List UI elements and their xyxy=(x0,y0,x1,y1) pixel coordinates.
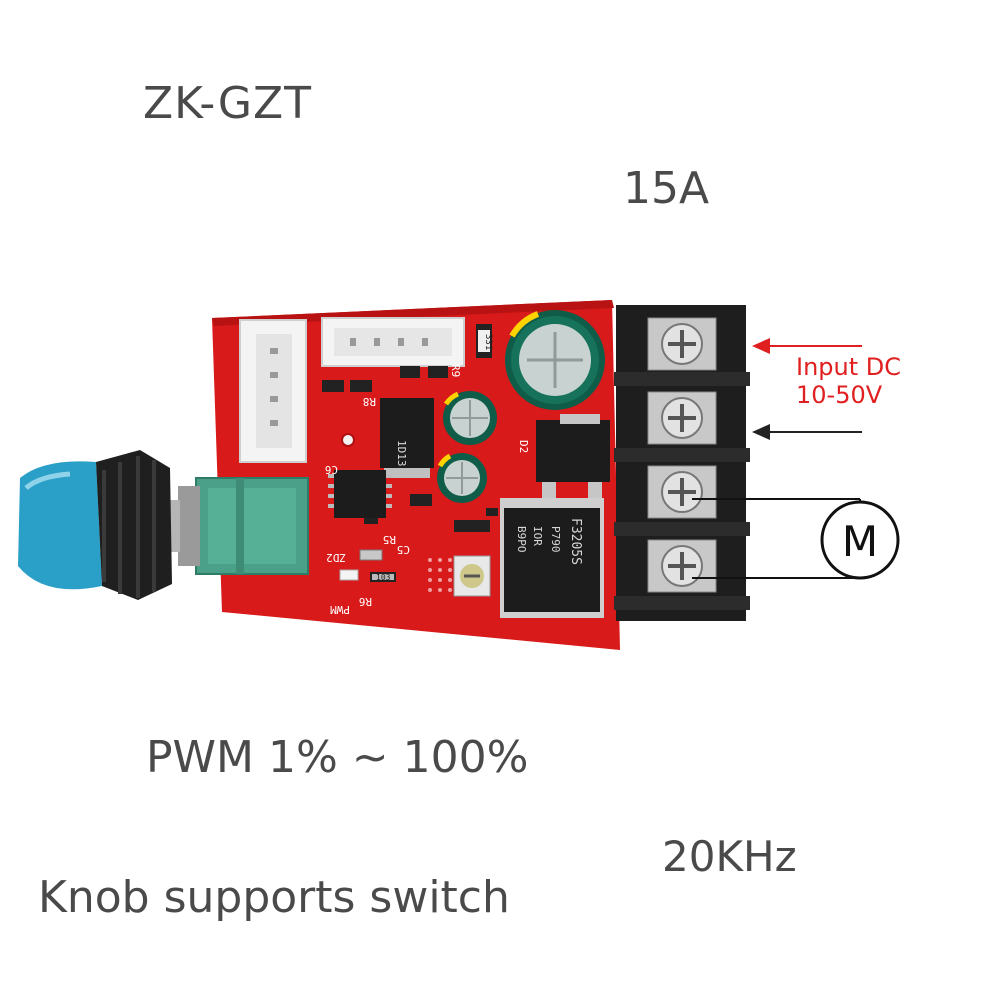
solder-pad-grid xyxy=(428,558,452,592)
diode-d2 xyxy=(536,414,610,506)
mosfet-lot-label: B9PO xyxy=(515,526,528,553)
terminal-block xyxy=(614,305,750,621)
r5-silk-label: R5 xyxy=(383,533,396,546)
regulator-ic: 1D13 xyxy=(380,398,434,478)
input-annotation-line1: Input DC xyxy=(796,353,902,381)
r9-silk-label: R9 xyxy=(449,364,462,377)
sop8-ic xyxy=(328,470,392,518)
r6-silk-label: R6 xyxy=(359,595,372,608)
c6-silk-label: C6 xyxy=(325,463,338,476)
input-arrow-negative xyxy=(752,424,862,440)
pwm-silk-label: PWM xyxy=(330,603,350,616)
trimmer xyxy=(453,555,491,597)
mosfet-part-label: F3205S xyxy=(568,518,583,565)
capacitor-large xyxy=(505,310,605,410)
motor-symbol: M xyxy=(820,500,900,580)
mosfet-brand-label: IOR xyxy=(531,526,544,546)
res-331-label: 331 xyxy=(483,334,493,350)
frequency-caption: 20KHz xyxy=(662,832,797,881)
res-103-label: 103 xyxy=(376,573,391,582)
zd2-silk-label: ZD2 xyxy=(326,551,346,564)
mosfet: IOR P790 B9PO F3205S xyxy=(500,498,604,618)
ic-regulator-label: 1D13 xyxy=(395,440,408,467)
d2-silk-label: D2 xyxy=(517,440,530,453)
current-caption: 15A xyxy=(623,163,710,214)
r8-silk-label: R8 xyxy=(363,395,376,408)
model-caption: ZK-GZT xyxy=(143,78,312,129)
capacitor-small-2 xyxy=(437,453,487,503)
capacitor-small-1 xyxy=(443,391,497,445)
c5-silk-label: C5 xyxy=(397,543,410,556)
knob xyxy=(18,450,172,600)
connector-vertical xyxy=(239,319,307,463)
input-arrow-positive xyxy=(752,338,862,354)
pwm-caption: PWM 1% ~ 100% xyxy=(146,732,529,783)
potentiometer xyxy=(166,477,309,575)
motor-label: M xyxy=(842,517,878,566)
knob-caption: Knob supports switch xyxy=(38,872,510,923)
smd-components xyxy=(322,324,498,582)
input-annotation-line2: 10-50V xyxy=(796,380,883,409)
input-annotation: Input DC 10-50V xyxy=(796,353,902,409)
mosfet-code-label: P790 xyxy=(549,526,562,553)
connector-horizontal xyxy=(321,317,465,367)
mounting-hole xyxy=(341,433,355,447)
